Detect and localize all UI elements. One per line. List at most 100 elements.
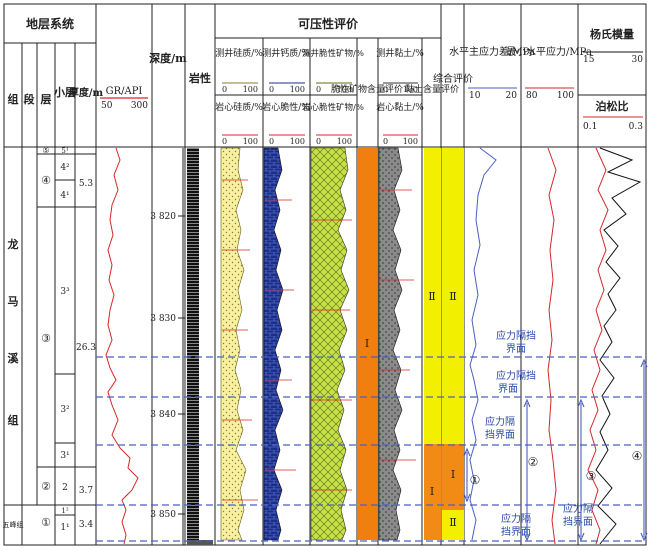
- stress-diff-max: 20: [506, 91, 518, 101]
- svg-text:0: 0: [316, 137, 321, 146]
- section-3: ③: [41, 332, 51, 345]
- sublayer-4-2: 4²: [60, 163, 70, 173]
- group-header: 组: [8, 92, 19, 106]
- poisson-header: 泊松比: [596, 99, 629, 113]
- silica-fill: [220, 147, 247, 541]
- compress-scale-lines: [222, 82, 418, 136]
- sublayer-4-1: 4¹: [60, 191, 69, 201]
- zone-2: ②: [528, 455, 539, 469]
- sublayer-5: 5¹: [61, 147, 68, 155]
- thickness-2: 3.7: [79, 486, 94, 496]
- zone-4: ④: [632, 449, 643, 463]
- section-labels: ⑤ ④ ③ ② ①: [41, 146, 51, 529]
- section-2: ②: [41, 480, 51, 493]
- calcium-fill: [263, 147, 284, 541]
- barrier-3-l2: 挡界面: [485, 428, 515, 441]
- depth-tick-3820: 3 820: [150, 212, 176, 222]
- barrier-lines: [96, 356, 646, 542]
- brittle-core-header: 岩心脆性/%: [262, 101, 310, 113]
- group-char-4: 组: [8, 413, 19, 427]
- barrier-5-l2: 挡界面: [563, 515, 593, 528]
- barrier-2-l1: 应力隔挡: [496, 369, 536, 382]
- thickness-3: 26.3: [76, 343, 96, 353]
- svg-text:100: 100: [403, 85, 418, 94]
- min-stress-header: 最小水平应力/MPa: [506, 45, 592, 58]
- min-stress-max: 100: [557, 91, 574, 101]
- compressibility-header: 可压性评价: [298, 16, 359, 31]
- brittle-log-header: 测井脆性矿物/%: [302, 48, 364, 59]
- overall-eval-upper-label: Ⅱ: [449, 290, 456, 303]
- barrier-5-l1: 应力隔: [563, 502, 593, 515]
- stress-diff-min: 10: [469, 91, 481, 101]
- zone-1: ①: [470, 473, 481, 487]
- silica-core-header: 岩心硅质/%: [215, 101, 263, 113]
- barrier-1-l1: 应力隔挡: [496, 329, 536, 342]
- stress-diff-header: 水平主应力差/MPa: [449, 45, 535, 58]
- svg-text:100: 100: [403, 137, 418, 146]
- group-lower-label: 五峰组: [3, 520, 24, 529]
- gr-max: 300: [131, 101, 148, 111]
- svg-text:100: 100: [290, 85, 305, 94]
- strat-row-dividers: [4, 153, 96, 516]
- sublayer-3-1: 3¹: [60, 451, 69, 461]
- sublayer-3-3: 3³: [60, 287, 70, 297]
- group-labels: 龙 马 溪 组: [7, 237, 20, 427]
- barrier-3-l1: 应力隔: [485, 415, 515, 428]
- thickness-4: 5.3: [79, 179, 94, 189]
- thickness-labels: 5.3 26.3 3.7 3.4: [76, 179, 96, 530]
- svg-text:100: 100: [337, 137, 352, 146]
- lithology-header: 岩性: [188, 71, 211, 85]
- lithology-base: [187, 540, 213, 545]
- sublayer-2: 2: [62, 483, 68, 493]
- calcium-log-header: 测井钙质/%: [262, 47, 310, 59]
- overall-eval-lower: [442, 510, 464, 540]
- svg-text:0: 0: [222, 137, 227, 146]
- brittle-fill: [310, 147, 350, 541]
- depth-tick-3830: 3 830: [150, 314, 176, 324]
- gr-header: GR/API: [106, 86, 143, 97]
- gr-curve: [105, 147, 139, 545]
- clay-eval-lower-label: Ⅰ: [430, 485, 434, 498]
- depth-header: 深度/m: [149, 51, 187, 65]
- group-char-1: 龙: [7, 237, 19, 251]
- sublayer-header: 小层: [53, 85, 76, 99]
- svg-text:0: 0: [222, 85, 227, 94]
- svg-text:100: 100: [243, 85, 258, 94]
- depth-tick-3850: 3 850: [150, 510, 176, 520]
- barrier-4-l1: 应力隔: [501, 512, 531, 525]
- youngs-header: 杨氏模量: [590, 27, 634, 41]
- overall-eval-mid-label: Ⅰ: [451, 468, 455, 481]
- strat-system-title: 地层系统: [26, 16, 74, 31]
- group-char-3: 溪: [8, 351, 20, 365]
- depth-tick-3840: 3 840: [150, 410, 176, 420]
- barrier-2-l2: 界面: [498, 383, 518, 395]
- svg-text:100: 100: [243, 137, 258, 146]
- brittle-core-mineral-header: 岩心脆性矿物/%: [302, 102, 364, 113]
- svg-text:100: 100: [337, 85, 352, 94]
- layer-header: 层: [40, 93, 52, 106]
- gr-min: 50: [101, 101, 113, 111]
- clay-eval-header: 黏土含量评价: [405, 83, 459, 95]
- outer-frame: [3, 3, 647, 546]
- brittle-eval-bar: [358, 148, 377, 540]
- thickness-1: 3.4: [79, 520, 94, 530]
- svg-text:0: 0: [383, 85, 388, 94]
- lithology-shale: [187, 148, 199, 540]
- svg-text:0: 0: [316, 85, 321, 94]
- youngs-min: 15: [583, 55, 595, 65]
- overall-eval-header: 综合评价: [433, 72, 473, 85]
- sublayer-1-1: 1¹: [60, 523, 69, 533]
- poisson-max: 0.3: [629, 122, 644, 132]
- youngs-curve: [595, 147, 642, 545]
- svg-text:0: 0: [269, 85, 274, 94]
- barrier-1-l2: 界面: [506, 343, 526, 355]
- core-sample-markers: [222, 179, 416, 501]
- group-char-2: 马: [8, 295, 19, 308]
- zone-arrows: [463, 358, 648, 542]
- zone-3: ③: [586, 469, 597, 483]
- svg-text:0: 0: [269, 137, 274, 146]
- poisson-min: 0.1: [583, 122, 597, 132]
- min-stress-min: 80: [526, 91, 538, 101]
